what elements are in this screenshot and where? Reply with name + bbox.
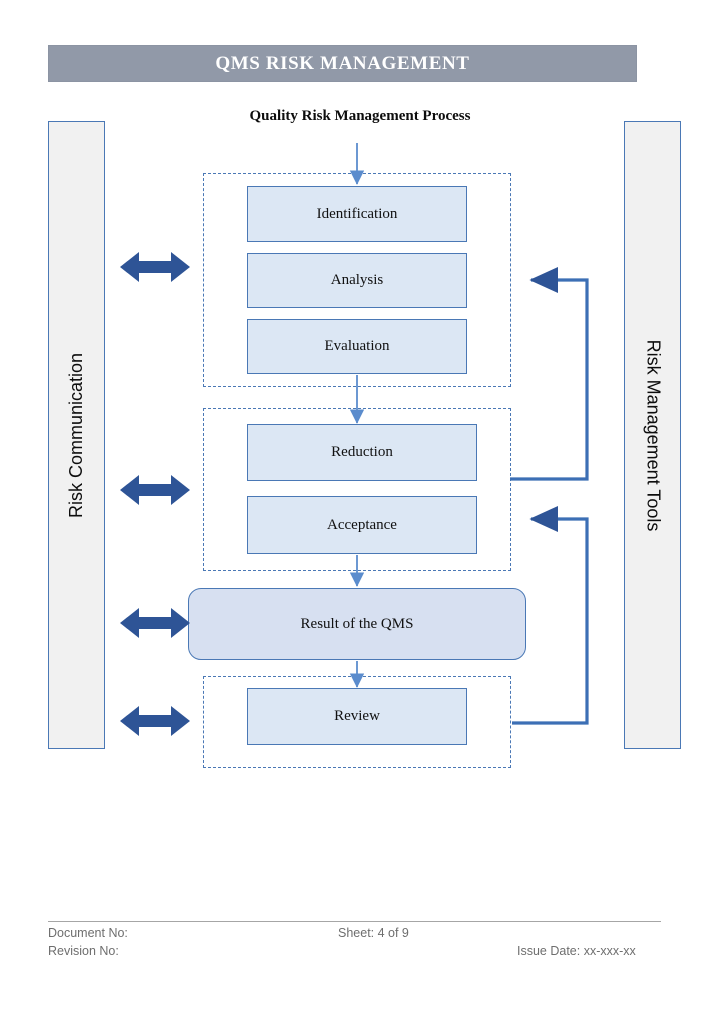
sidebar-risk-communication-label: Risk Communication bbox=[66, 352, 86, 518]
bidirectional-arrow-result bbox=[120, 608, 190, 638]
process-box-review: Review bbox=[247, 688, 467, 745]
sidebar-risk-management-tools-label: Risk Management Tools bbox=[643, 339, 664, 531]
bidirectional-arrow-control bbox=[120, 475, 190, 505]
document-title: QMS RISK MANAGEMENT bbox=[215, 52, 470, 74]
footer-divider bbox=[48, 921, 661, 922]
bidirectional-arrow-assessment bbox=[120, 252, 190, 282]
process-box-result-of-the-qms: Result of the QMS bbox=[188, 588, 526, 660]
bidirectional-arrow-review bbox=[120, 706, 190, 736]
footer-revision-no: Revision No: bbox=[48, 944, 119, 958]
process-box-acceptance: Acceptance bbox=[247, 496, 477, 554]
process-box-evaluation: Evaluation bbox=[247, 319, 467, 374]
process-box-identification: Identification bbox=[247, 186, 467, 242]
diagram-heading: Quality Risk Management Process bbox=[249, 108, 471, 124]
sidebar-risk-communication: Risk Communication bbox=[48, 121, 105, 749]
footer-issue-date: Issue Date: xx-xxx-xx bbox=[517, 944, 636, 958]
footer-document-no: Document No: bbox=[48, 926, 128, 940]
feedback-loop-control-to-assessment bbox=[510, 266, 589, 481]
sidebar-risk-management-tools: Risk Management Tools bbox=[624, 121, 681, 749]
footer-sheet-number: Sheet: 4 of 9 bbox=[338, 926, 409, 940]
process-box-reduction: Reduction bbox=[247, 424, 477, 481]
document-header-bar: QMS RISK MANAGEMENT bbox=[48, 45, 637, 82]
process-box-analysis: Analysis bbox=[247, 253, 467, 308]
